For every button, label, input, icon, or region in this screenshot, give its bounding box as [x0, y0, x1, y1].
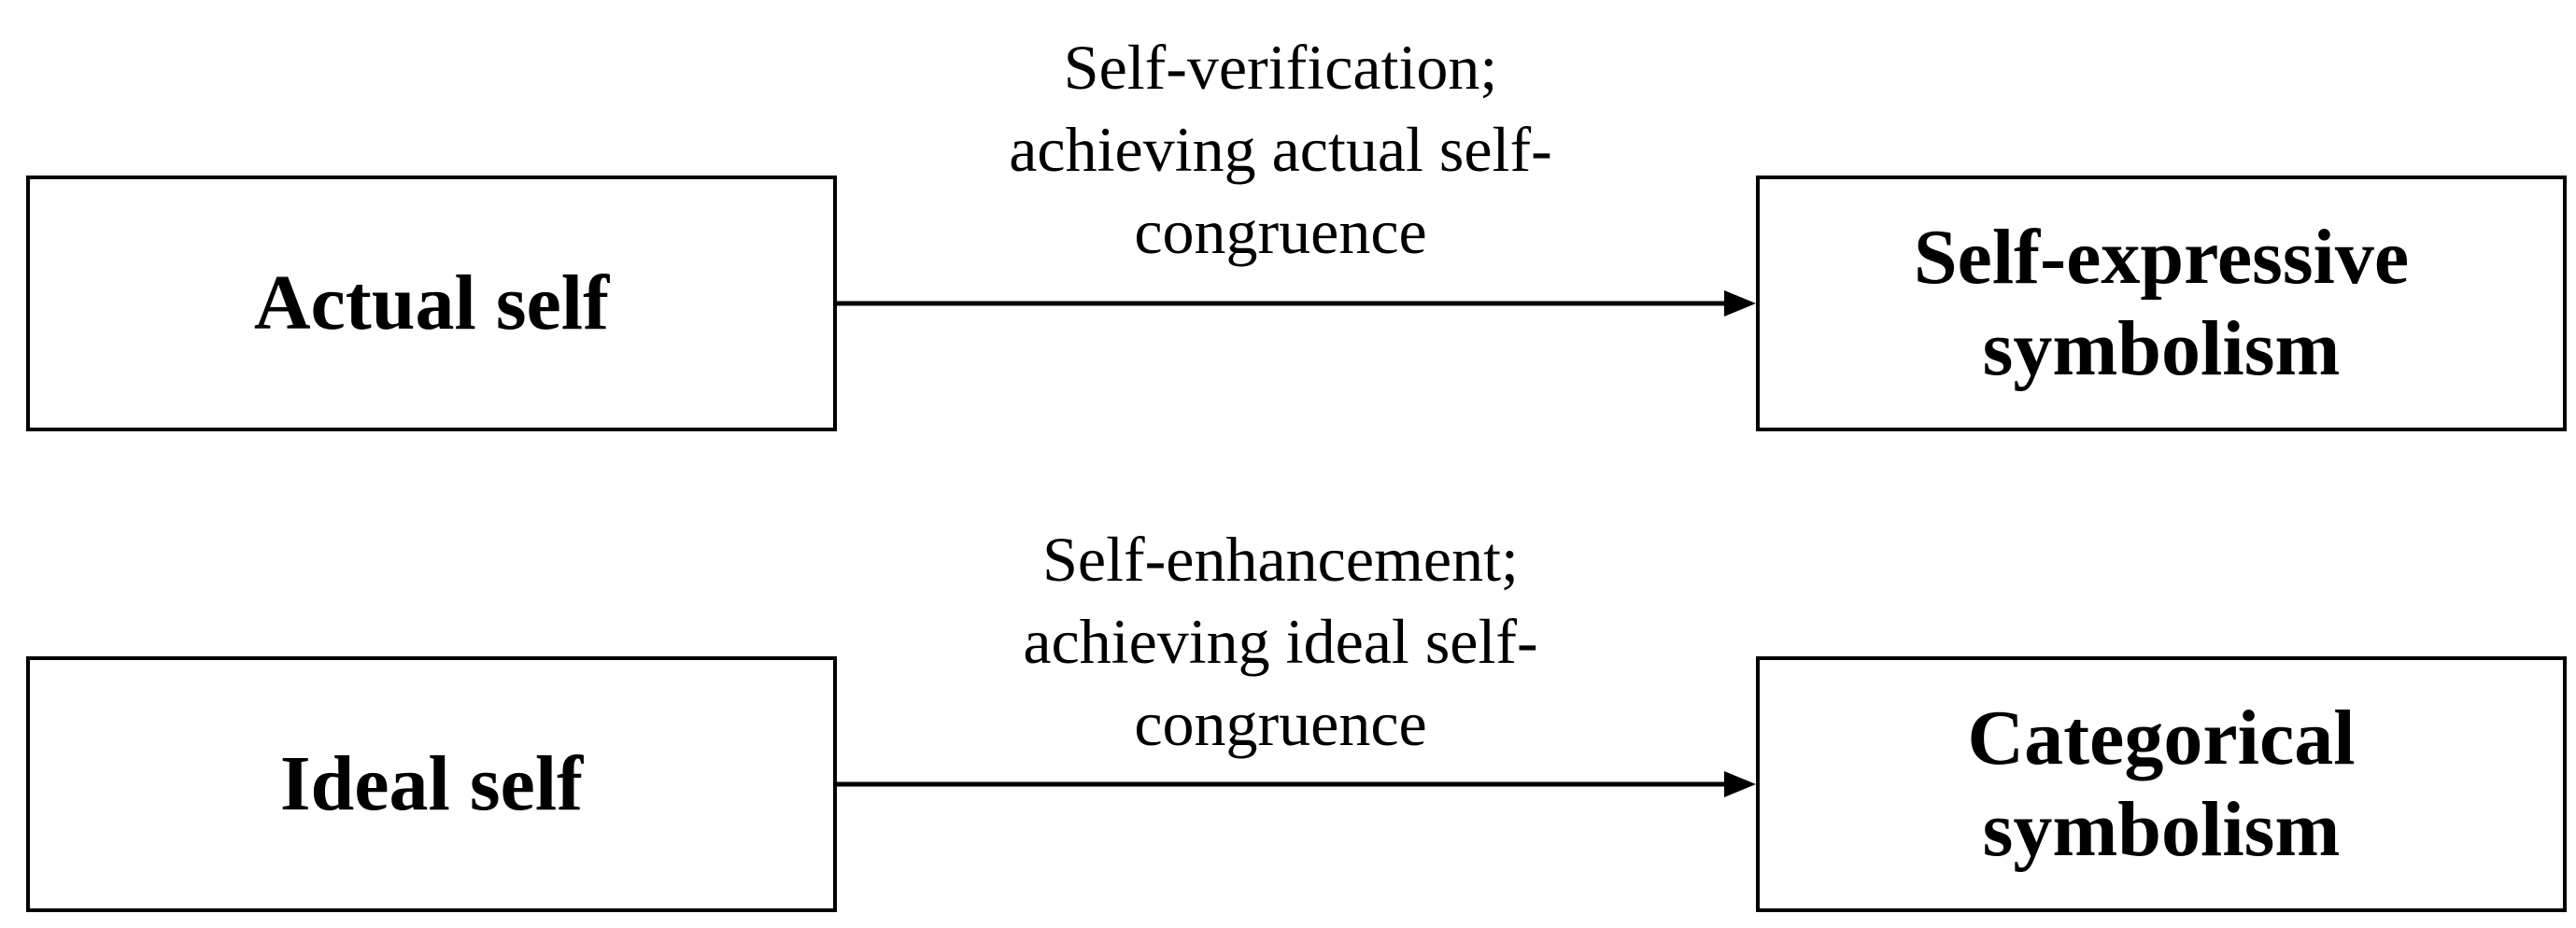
node-categorical-label-line2: symbolism	[1982, 786, 2341, 873]
node-actual-self: Actual self	[26, 176, 837, 431]
edge-label-bottom-line3: congruence	[1134, 688, 1427, 759]
arrow-ideal-to-categorical	[837, 771, 1756, 797]
edge-label-top-line2: achieving actual self-	[1009, 114, 1552, 185]
node-ideal-self-label: Ideal self	[279, 740, 584, 827]
node-categorical-label-line1: Categorical	[1967, 695, 2356, 781]
arrow-actual-to-self-expressive	[837, 290, 1756, 316]
node-ideal-self: Ideal self	[26, 656, 837, 912]
edge-label-bottom-line1: Self-enhancement;	[1042, 524, 1519, 595]
edge-label-self-verification: Self-verification; achieving actual self…	[907, 26, 1654, 273]
edge-label-self-enhancement: Self-enhancement; achieving ideal self- …	[907, 518, 1654, 765]
node-self-expressive-label-line2: symbolism	[1982, 305, 2341, 392]
node-self-expressive-symbolism: Self-expressive symbolism	[1756, 176, 2567, 431]
node-actual-self-label: Actual self	[253, 260, 610, 346]
edge-label-bottom-line2: achieving ideal self-	[1023, 606, 1538, 677]
edge-label-top-line3: congruence	[1134, 196, 1427, 267]
edge-label-top-line1: Self-verification;	[1063, 32, 1498, 103]
node-self-expressive-label-line1: Self-expressive	[1913, 214, 2410, 301]
node-categorical-symbolism: Categorical symbolism	[1756, 656, 2567, 912]
